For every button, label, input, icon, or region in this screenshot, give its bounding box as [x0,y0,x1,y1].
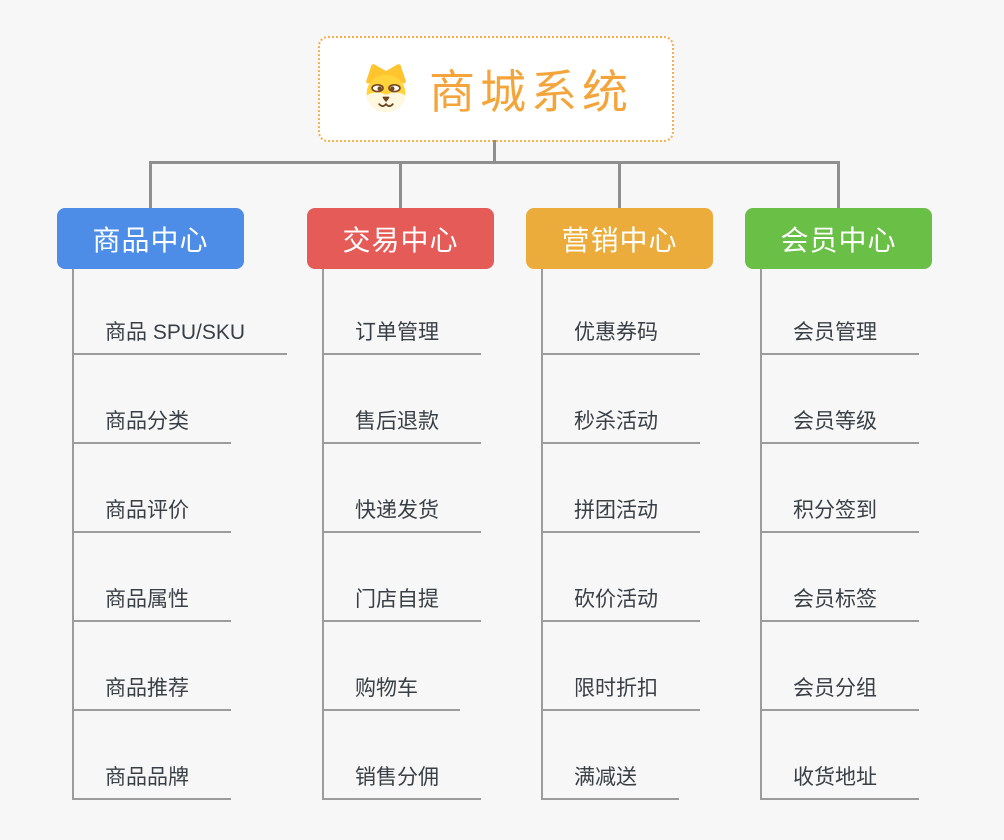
child-topic[interactable]: 快递发货 [322,494,481,533]
root-topic-title: 商城系统 [429,66,633,118]
child-topic-row: 积分签到 [745,444,932,533]
branch-children: 会员管理会员等级积分签到会员标签会员分组收货地址 [745,269,932,800]
child-topic[interactable]: 满减送 [541,761,679,800]
child-topic-row: 销售分佣 [307,711,494,800]
child-topic-row: 订单管理 [307,269,494,355]
child-topic-row: 商品分类 [57,355,244,444]
child-topic[interactable]: 商品 SPU/SKU [72,316,288,355]
child-topic-row: 商品属性 [57,533,244,622]
child-topic-row: 会员标签 [745,533,932,622]
child-topic[interactable]: 商品推荐 [72,672,231,711]
child-topic[interactable]: 会员标签 [760,583,919,622]
branch: 商品中心 商品 SPU/SKU 商品分类商品评价商品属性商品推荐商品品牌 [57,161,288,800]
child-topic-row: 会员等级 [745,355,932,444]
child-topic-row: 商品推荐 [57,622,244,711]
child-topic-row: 售后退款 [307,355,494,444]
connector-horizontal [149,161,840,164]
child-topic-row: 会员分组 [745,622,932,711]
connector-root-vertical [493,140,496,164]
child-topic[interactable]: 收货地址 [760,761,919,800]
branch-topic[interactable]: 商品中心 [57,208,244,269]
branch: 交易中心 订单管理售后退款快递发货门店自提购物车销售分佣 [307,161,494,800]
branch-children: 商品 SPU/SKU 商品分类商品评价商品属性商品推荐商品品牌 [57,269,288,800]
child-topic[interactable]: 门店自提 [322,583,481,622]
child-topic-row: 商品品牌 [57,711,244,800]
child-topic-row: 门店自提 [307,533,494,622]
branch-topic-label: 营销中心 [561,224,678,256]
branch-topic[interactable]: 会员中心 [745,208,932,269]
child-topic-row: 限时折扣 [526,622,713,711]
child-topic-row: 砍价活动 [526,533,713,622]
branch-topic-label: 商品中心 [92,224,209,256]
child-topic[interactable]: 限时折扣 [541,672,700,711]
child-topic[interactable]: 售后退款 [322,405,481,444]
child-topic[interactable]: 拼团活动 [541,494,700,533]
child-topic[interactable]: 优惠券码 [541,316,700,355]
child-topic-row: 会员管理 [745,269,932,355]
child-topic-row: 收货地址 [745,711,932,800]
child-topic[interactable]: 会员等级 [760,405,919,444]
child-topic-row: 秒杀活动 [526,355,713,444]
child-topic[interactable]: 积分签到 [760,494,919,533]
branch-topic-label: 会员中心 [780,224,897,256]
child-topic[interactable]: 会员分组 [760,672,919,711]
child-topic-row: 快递发货 [307,444,494,533]
child-topic[interactable]: 秒杀活动 [541,405,700,444]
child-topic-row: 购物车 [307,622,494,711]
child-topic-row: 商品评价 [57,444,244,533]
child-topic-row: 优惠券码 [526,269,713,355]
child-topic[interactable]: 商品分类 [72,405,231,444]
child-topic-row: 满减送 [526,711,713,800]
branch-topic[interactable]: 交易中心 [307,208,494,269]
child-topic[interactable]: 商品评价 [72,494,231,533]
child-topic[interactable]: 砍价活动 [541,583,700,622]
branch: 会员中心 会员管理会员等级积分签到会员标签会员分组收货地址 [745,161,932,800]
child-topic[interactable]: 会员管理 [760,316,919,355]
child-topic-row: 拼团活动 [526,444,713,533]
child-topic[interactable]: 商品属性 [72,583,231,622]
child-topic[interactable]: 商品品牌 [72,761,231,800]
branch-children: 订单管理售后退款快递发货门店自提购物车销售分佣 [307,269,494,800]
child-topic[interactable]: 购物车 [322,672,460,711]
branch: 营销中心 优惠券码秒杀活动拼团活动砍价活动限时折扣满减送 [526,161,713,800]
dog-face-icon [359,62,413,116]
branch-children: 优惠券码秒杀活动拼团活动砍价活动限时折扣满减送 [526,269,713,800]
child-topic-row: 商品 SPU/SKU [57,269,288,355]
branch-topic-label: 交易中心 [342,224,459,256]
child-topic[interactable]: 订单管理 [322,316,481,355]
branch-topic[interactable]: 营销中心 [526,208,713,269]
child-topic[interactable]: 销售分佣 [322,761,481,800]
root-topic[interactable]: 商城系统 [318,36,674,142]
